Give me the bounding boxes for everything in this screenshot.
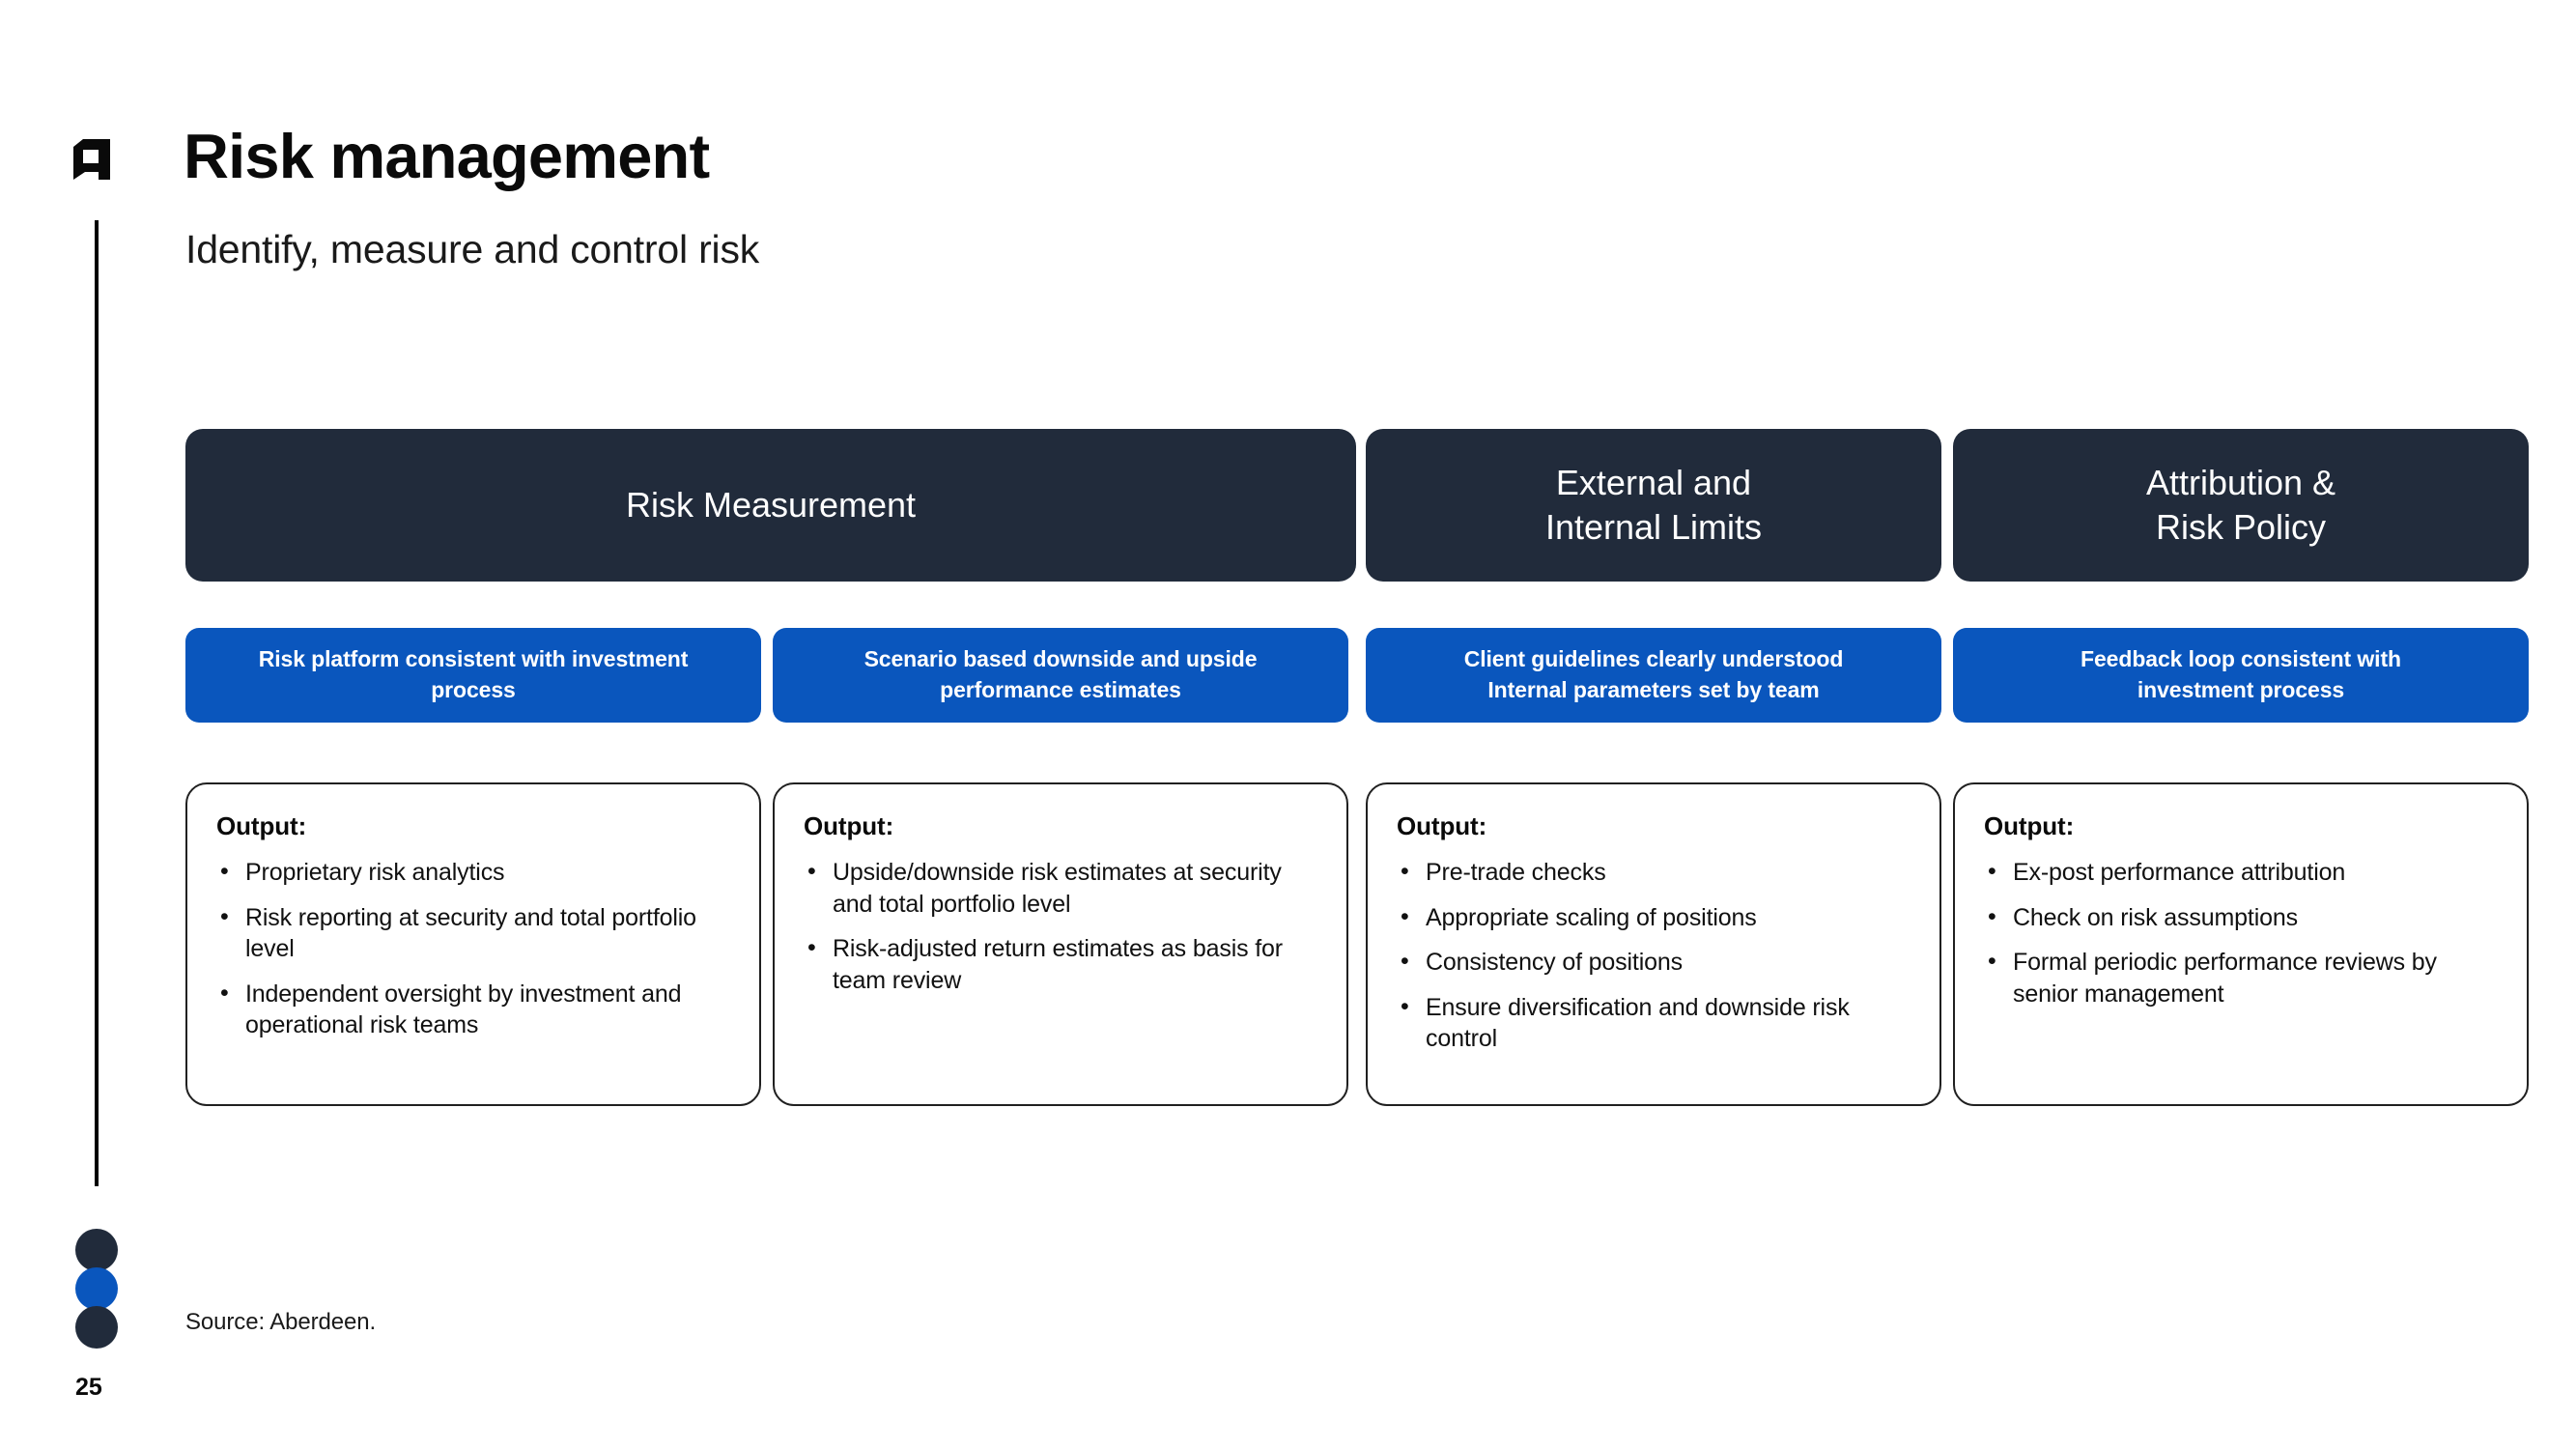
- output-label: Output:: [1397, 811, 1487, 840]
- output-card-4: Output: Ex-post performance attribution …: [1953, 782, 2529, 1106]
- capability-line-2: investment process: [2137, 677, 2345, 702]
- capability-line-1: Client guidelines clearly understood: [1463, 646, 1844, 672]
- list-item: Pre-trade checks: [1397, 856, 1914, 889]
- capability-line-1: Scenario based downside and upside: [863, 646, 1258, 672]
- list-item: Appropriate scaling of positions: [1397, 901, 1914, 934]
- capability-line-1: Feedback loop consistent with: [2081, 646, 2401, 672]
- list-item: Independent oversight by investment and …: [216, 978, 734, 1041]
- capability-line-2: performance estimates: [940, 677, 1181, 702]
- output-label: Output:: [1984, 811, 2075, 840]
- capability-box-3: Client guidelines clearly understood Int…: [1366, 628, 1941, 723]
- page-title: Risk management: [184, 121, 710, 191]
- capability-box-2: Scenario based downside and upside perfo…: [773, 628, 1348, 723]
- footer-dot-blue: [75, 1267, 118, 1310]
- footer-dots: [75, 1229, 118, 1349]
- footer-dot-navy-top: [75, 1229, 118, 1271]
- capability-line-1: Risk platform consistent with investment: [258, 646, 689, 672]
- pillar-label: Attribution & Risk Policy: [2146, 461, 2335, 550]
- capability-line-2: process: [431, 677, 516, 702]
- pillar-label-line-2: Internal Limits: [1544, 507, 1763, 547]
- list-item: Check on risk assumptions: [1984, 901, 2502, 934]
- source-note: Source: Aberdeen.: [185, 1309, 377, 1335]
- pillar-label-line-1: Attribution &: [2145, 462, 2336, 502]
- pillar-label: Risk Measurement: [625, 484, 917, 525]
- list-item: Ex-post performance attribution: [1984, 856, 2502, 889]
- capability-label: Scenario based downside and upside perfo…: [864, 644, 1258, 705]
- pillar-label: External and Internal Limits: [1545, 461, 1762, 550]
- list-item: Ensure diversification and downside risk…: [1397, 991, 1914, 1055]
- output-bullet-list: Proprietary risk analytics Risk reportin…: [216, 856, 734, 1041]
- list-item: Risk-adjusted return estimates as basis …: [804, 932, 1321, 996]
- output-card-2: Output: Upside/downside risk estimates a…: [773, 782, 1348, 1106]
- capability-label: Client guidelines clearly understood Int…: [1464, 644, 1844, 705]
- output-bullet-list: Pre-trade checks Appropriate scaling of …: [1397, 856, 1914, 1055]
- list-item: Formal periodic performance reviews by s…: [1984, 946, 2502, 1009]
- pillar-label-line-2: Risk Policy: [2155, 507, 2326, 547]
- page-number: 25: [75, 1374, 102, 1401]
- list-item: Proprietary risk analytics: [216, 856, 734, 889]
- output-label: Output:: [804, 811, 894, 840]
- page-subtitle: Identify, measure and control risk: [185, 227, 760, 271]
- list-item: Consistency of positions: [1397, 946, 1914, 979]
- list-item: Risk reporting at security and total por…: [216, 901, 734, 965]
- pillar-attribution-risk-policy: Attribution & Risk Policy: [1953, 429, 2529, 582]
- aberdeen-logo-icon: [70, 137, 114, 182]
- output-card-1: Output: Proprietary risk analytics Risk …: [185, 782, 761, 1106]
- left-vertical-rule: [95, 220, 99, 1186]
- pillar-risk-measurement: Risk Measurement: [185, 429, 1356, 582]
- pillar-external-internal-limits: External and Internal Limits: [1366, 429, 1941, 582]
- list-item: Upside/downside risk estimates at securi…: [804, 856, 1321, 920]
- footer-dot-navy-bottom: [75, 1306, 118, 1349]
- output-card-3: Output: Pre-trade checks Appropriate sca…: [1366, 782, 1941, 1106]
- capability-box-4: Feedback loop consistent with investment…: [1953, 628, 2529, 723]
- capability-label: Feedback loop consistent with investment…: [2081, 644, 2401, 705]
- capability-line-2: Internal parameters set by team: [1487, 677, 1820, 702]
- pillar-label-line-1: External and: [1555, 462, 1752, 502]
- output-bullet-list: Ex-post performance attribution Check on…: [1984, 856, 2502, 1009]
- capability-label: Risk platform consistent with investment…: [259, 644, 689, 705]
- capability-box-1: Risk platform consistent with investment…: [185, 628, 761, 723]
- output-label: Output:: [216, 811, 307, 840]
- output-bullet-list: Upside/downside risk estimates at securi…: [804, 856, 1321, 996]
